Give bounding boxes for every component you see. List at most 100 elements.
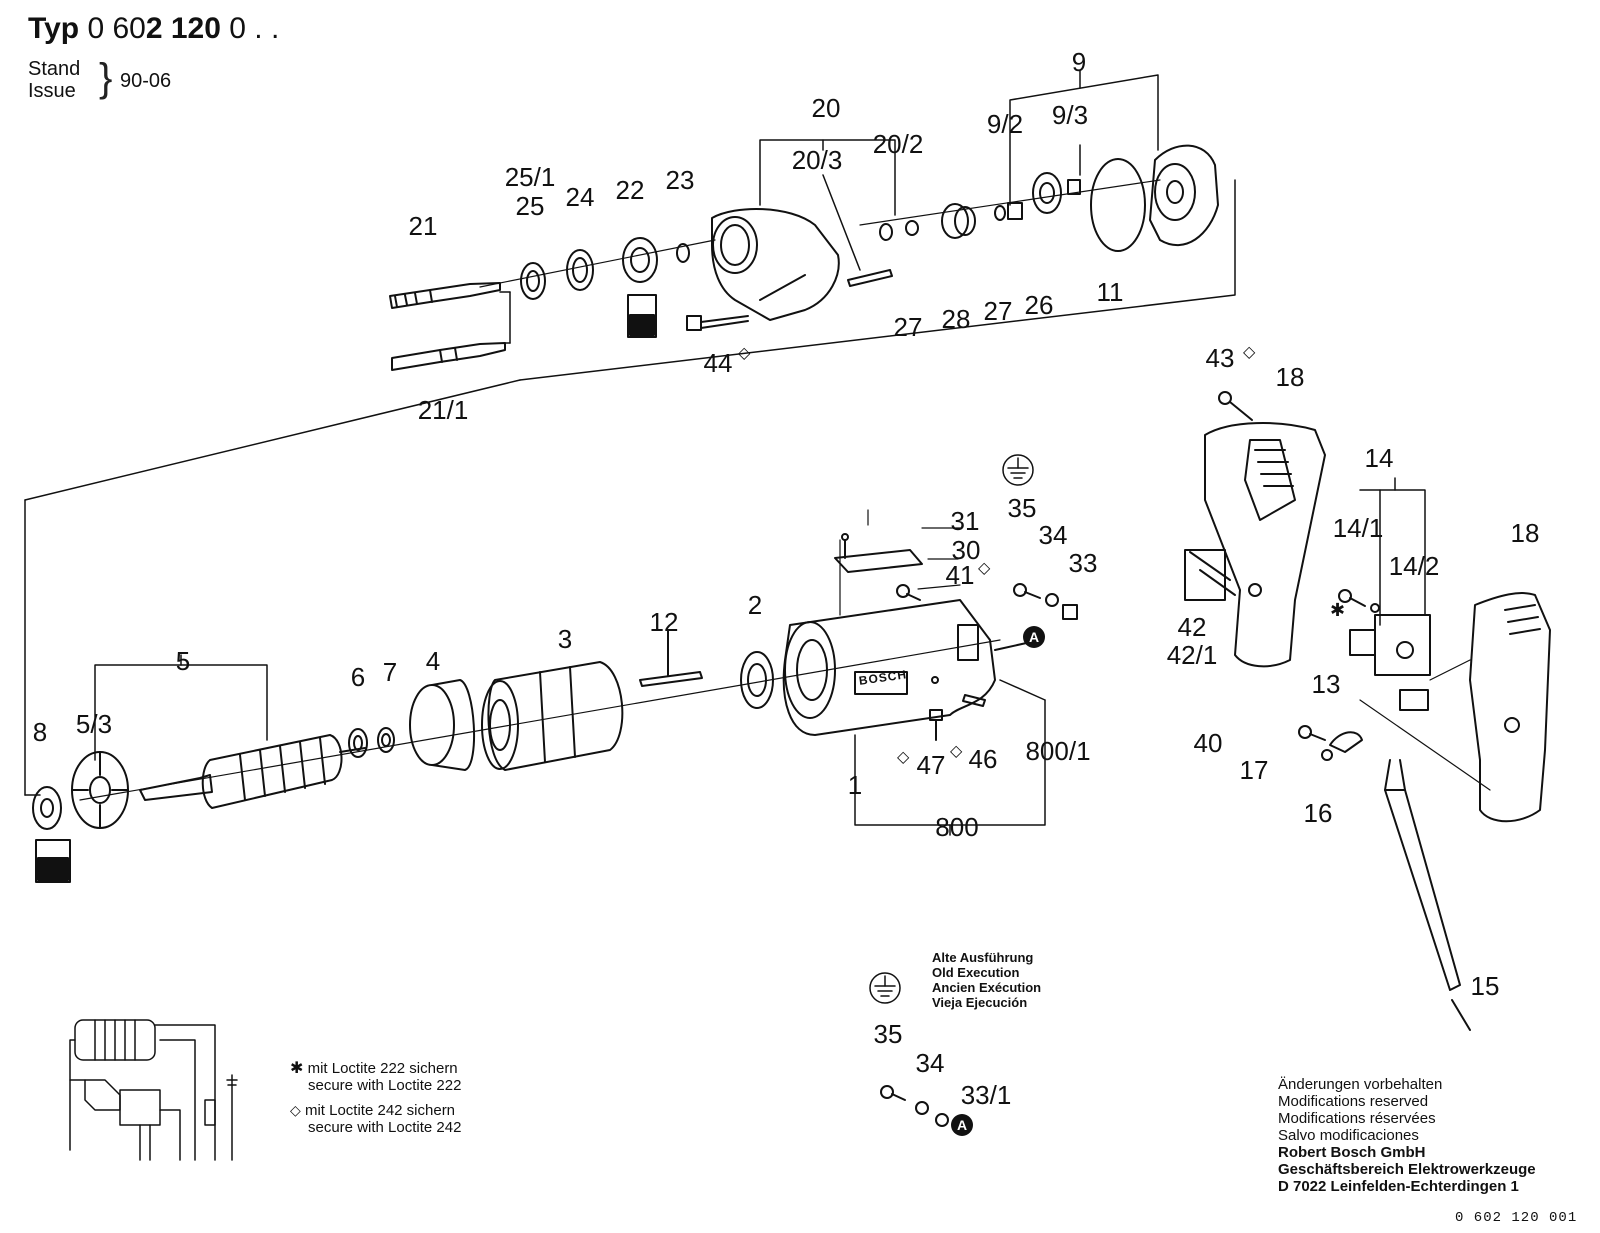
frame-lines — [24, 179, 1236, 796]
part-label-13: 13 — [1311, 669, 1341, 699]
part-label-27a: 27 — [893, 312, 923, 342]
type-header: Typ 0 602 120 0 . . — [28, 12, 279, 46]
footer-line-de: Änderungen vorbehalten — [1278, 1076, 1443, 1093]
old-execution-de: Alte Ausführung — [932, 950, 1034, 965]
screw-43-shape — [1218, 391, 1253, 421]
issue-date: 90-06 — [120, 70, 172, 92]
legend-loctite-222: ✱ mit Loctite 222 sichern secure with Lo… — [290, 1060, 461, 1094]
stand-label: Stand — [28, 58, 81, 80]
bracket-21 — [499, 291, 511, 344]
part-label-41: 41 — [945, 560, 975, 590]
nameplate-30-shape — [834, 533, 923, 573]
part-label-20-3: 20/3 — [791, 145, 843, 175]
loctite242-marker-41: ◇ — [978, 560, 991, 577]
part-label-1: 1 — [847, 770, 863, 800]
typ-code-b: 2 120 — [145, 12, 221, 45]
footer-company: Robert Bosch GmbH — [1278, 1144, 1426, 1161]
part-label-30: 30 — [951, 535, 981, 565]
brush-12-shape — [639, 629, 703, 687]
part-label-28: 28 — [941, 304, 971, 334]
small-gear-parts — [879, 172, 1081, 241]
legend-loctite-242: ◇ mit Loctite 242 sichern secure with Lo… — [290, 1102, 461, 1136]
loctite242-marker-44: ◇ — [738, 345, 751, 362]
part-label-22: 22 — [615, 175, 645, 205]
bracket-5 — [94, 654, 268, 761]
loctite242-marker-47: ◇ — [897, 749, 910, 766]
brace-icon: } — [99, 56, 113, 100]
pin-46-shape — [962, 694, 986, 707]
part-label-25: 25 — [515, 191, 545, 221]
screw-47-shape — [929, 709, 943, 741]
document-code: 0 602 120 001 — [1455, 1210, 1578, 1226]
clip-23-shape — [676, 243, 690, 263]
baffle-4-shape — [409, 679, 475, 771]
part-label-5-3: 5/3 — [75, 709, 113, 739]
terminal-13-shape — [1399, 689, 1429, 711]
ring-24-shape — [566, 249, 594, 291]
screw-41-shape — [896, 584, 921, 601]
part-label-18a: 18 — [1275, 362, 1305, 392]
ring-2-shape — [740, 651, 774, 709]
stator-3-shape — [481, 661, 624, 771]
connector-marker-a-old: A — [951, 1114, 973, 1136]
loctite242-en: secure with Loctite 242 — [308, 1119, 462, 1136]
oring-11-shape — [1090, 158, 1146, 252]
spindle-21-shape — [389, 282, 501, 309]
ring-25-shape — [520, 262, 546, 300]
part-label-4: 4 — [425, 646, 441, 676]
part-label-31: 31 — [950, 506, 980, 536]
bearing-8-shape — [32, 786, 71, 883]
part-label-24: 24 — [565, 182, 595, 212]
loctite242-marker-43: ◇ — [1243, 344, 1256, 361]
screw-44-shape — [686, 315, 749, 331]
bearing-6-shape — [348, 728, 368, 758]
bracket-9 — [1009, 69, 1159, 206]
old-execution-parts — [880, 1085, 949, 1127]
connector-lines-right — [1359, 659, 1491, 791]
footer-line-es: Salvo modificaciones — [1278, 1127, 1419, 1144]
part-label-800: 800 — [935, 812, 979, 842]
ground-symbol-icon — [1002, 454, 1034, 486]
part-label-23: 23 — [665, 165, 695, 195]
part-label-34-old: 34 — [915, 1048, 945, 1078]
old-execution-note: Alte Ausführung Old Execution Ancien Exé… — [932, 950, 1041, 1010]
loctite242-marker-46: ◇ — [950, 743, 963, 760]
part-label-20: 20 — [811, 93, 841, 123]
part-label-26: 26 — [1024, 290, 1054, 320]
handle-half-18b-shape — [1469, 592, 1551, 823]
part-label-46: 46 — [968, 744, 998, 774]
part-label-11: 11 — [1096, 277, 1124, 307]
armature-5-shape — [139, 734, 366, 809]
footer-division: Geschäftsbereich Elektrowerkzeuge — [1278, 1161, 1536, 1178]
screw-14-1-shape — [1338, 589, 1380, 613]
part-label-16: 16 — [1303, 798, 1333, 828]
part-label-9: 9 — [1071, 47, 1087, 77]
loctite222-marker-14-1: ✱ — [1330, 600, 1346, 620]
part-label-33: 33 — [1068, 548, 1098, 578]
loctite242-de: mit Loctite 242 sichern — [304, 1102, 456, 1119]
bracket-14 — [1359, 477, 1426, 626]
motor-housing-1-shape — [782, 599, 996, 736]
part-label-6: 6 — [350, 662, 366, 692]
typ-label: Typ — [28, 12, 80, 45]
connector-marker-a: A — [1023, 626, 1045, 648]
part-label-14-1: 14/1 — [1332, 513, 1384, 543]
stand-issue-block: Stand Issue — [28, 58, 80, 102]
part-label-43: 43 — [1205, 343, 1235, 373]
part-label-27b: 27 — [983, 296, 1013, 326]
screws-42-shape — [1184, 549, 1236, 601]
bracket-20 — [759, 139, 896, 271]
part-label-17: 17 — [1239, 755, 1269, 785]
loctite222-de: mit Loctite 222 sichern — [307, 1060, 458, 1077]
part-label-5: 5 — [175, 646, 191, 676]
bearing-22-shape — [622, 237, 658, 338]
wiring-diagram — [69, 1019, 238, 1161]
part-label-25-1: 25/1 — [504, 162, 556, 192]
part-label-35-old: 35 — [873, 1019, 903, 1049]
part-label-15: 15 — [1470, 971, 1500, 1001]
part-label-14: 14 — [1364, 443, 1394, 473]
fan-5-3-shape — [71, 751, 129, 829]
part-label-33-1-old: 33/1 — [960, 1080, 1012, 1110]
bracket-800 — [854, 679, 1046, 836]
